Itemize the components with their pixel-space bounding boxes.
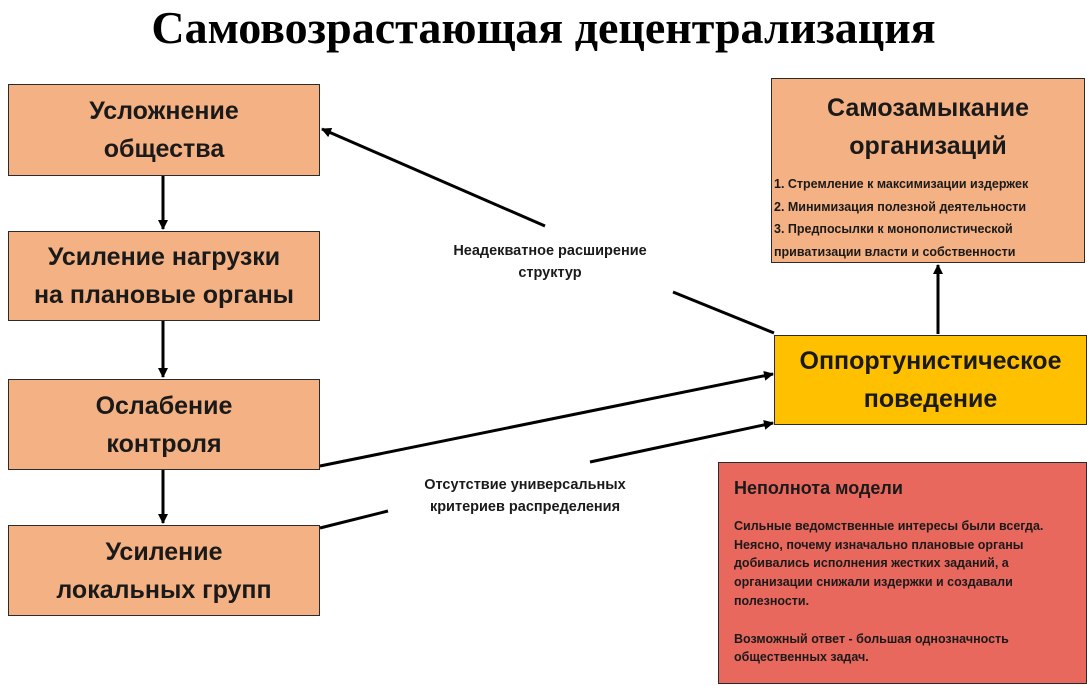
self-closing-line-2: организаций: [849, 132, 1007, 160]
local-groups-box: Усиление локальных групп: [8, 525, 320, 616]
control-line-1: Ослабение: [95, 391, 233, 420]
self-closing-item: 2. Минимизация полезной деятельности: [774, 199, 1027, 214]
arrow-absence-part-2: [589, 419, 774, 464]
control-line-2: контроля: [106, 429, 222, 458]
control-box: Ослабение контроля: [8, 379, 320, 470]
absence-line-2: критериев распределения: [429, 499, 621, 515]
arrow-control-to-opportunistic: [319, 370, 774, 468]
opportunistic-line-1: Оппортунистическое: [799, 347, 1062, 375]
note-paragraph: Возможный ответ - большая однозначность …: [734, 631, 1009, 665]
complication-box: Усложнение общества: [8, 84, 320, 176]
opportunistic-line-2: поведение: [863, 385, 998, 413]
page-title: Самовозрастающая децентрализация: [151, 2, 936, 53]
arrow-inadequate-expansion-part-2: [321, 127, 546, 228]
complication-line-1: Усложнение: [89, 97, 239, 125]
self-closing-line-1: Самозамыкание: [826, 94, 1029, 122]
inadequate-line-2: структур: [518, 265, 582, 281]
inadequate-expansion-label: Неадекватное расширение структур: [425, 240, 675, 284]
load-line-1: Усиление нагрузки: [47, 243, 281, 271]
opportunistic-box: Оппортунистическое поведение: [774, 335, 1087, 425]
self-closing-item: 1. Стремление к максимизации издержек: [774, 177, 1029, 191]
arrow-absence-part-1: [319, 509, 389, 530]
local-line-2: локальных групп: [56, 575, 272, 604]
model-incompleteness-note: Неполнота модели Сильные ведомственные и…: [718, 462, 1087, 684]
self-closing-item: приватизации власти и собственности: [774, 244, 1016, 259]
load-line-2: на плановые органы: [33, 281, 295, 309]
note-title: Неполнота модели: [734, 478, 903, 498]
load-box: Усиление нагрузки на плановые органы: [8, 231, 320, 321]
local-line-1: Усиление: [105, 537, 223, 566]
self-closing-box: Самозамыкание организаций 1. Стремление …: [771, 78, 1085, 263]
self-closing-list: 1. Стремление к максимизации издержек 2.…: [772, 173, 1084, 263]
arrow-inadequate-expansion-part-1: [672, 290, 775, 335]
note-paragraph: Сильные ведомственные интересы были всег…: [734, 519, 1044, 608]
complication-line-2: общества: [103, 135, 225, 163]
self-closing-item: 3. Предпосылки к монополистической: [774, 222, 1013, 236]
absence-line-1: Отсутствие универсальных: [424, 477, 626, 493]
absence-of-criteria-label: Отсутствие универсальных критериев распр…: [400, 474, 650, 518]
inadequate-line-1: Неадекватное расширение: [453, 243, 647, 259]
